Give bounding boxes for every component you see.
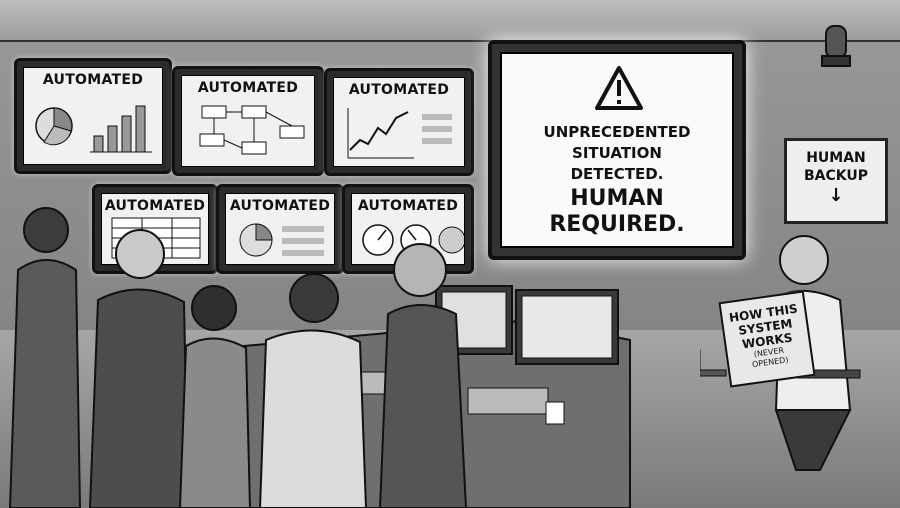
- sign-text: HUMAN BACKUP: [787, 149, 885, 185]
- pie-bar-graphic: [35, 105, 152, 153]
- alert-line: UNPRECEDENTED: [543, 123, 691, 141]
- monitor-pie-small: AUTOMATED: [216, 184, 344, 274]
- monitor-label: AUTOMATED: [357, 198, 459, 214]
- alert-human-required-text: HUMAN REQUIRED.: [502, 186, 732, 238]
- alert-line: DETECTED.: [570, 165, 664, 183]
- warning-triangle-icon: [595, 66, 643, 110]
- ceiling: [0, 0, 900, 42]
- monitor-label: AUTOMATED: [229, 198, 331, 214]
- alert-screen: UNPRECEDENTED SITUATION DETECTED. HUMAN …: [488, 40, 746, 260]
- pie-small-graphic: [239, 223, 324, 257]
- monitor-label: AUTOMATED: [104, 198, 206, 214]
- sign-line: HUMAN: [806, 150, 866, 166]
- alert-situation-text: UNPRECEDENTED SITUATION DETECTED.: [502, 122, 732, 185]
- monitor-label: AUTOMATED: [197, 80, 299, 96]
- line-chart-graphic: [347, 108, 452, 159]
- monitor-pie-chart: AUTOMATED: [14, 58, 172, 174]
- sign-line: BACKUP: [803, 168, 868, 184]
- alert-line: SITUATION: [572, 144, 662, 162]
- monitor-flowchart: AUTOMATED: [172, 66, 324, 176]
- down-arrow-icon: ↓: [828, 185, 844, 206]
- alert-line: HUMAN: [570, 186, 664, 211]
- monitor-line-chart: AUTOMATED: [324, 68, 474, 176]
- flowchart-graphic: [199, 105, 305, 155]
- alert-line: REQUIRED.: [549, 212, 685, 237]
- monitor-label: AUTOMATED: [348, 82, 450, 98]
- beacon-light-icon: [821, 25, 851, 67]
- human-backup-sign: HUMAN BACKUP ↓: [784, 138, 888, 224]
- monitor-label: AUTOMATED: [42, 72, 144, 88]
- manual-book: HOW THIS SYSTEM WORKS (NEVER OPENED): [718, 290, 816, 388]
- team-of-operators: [8, 207, 468, 508]
